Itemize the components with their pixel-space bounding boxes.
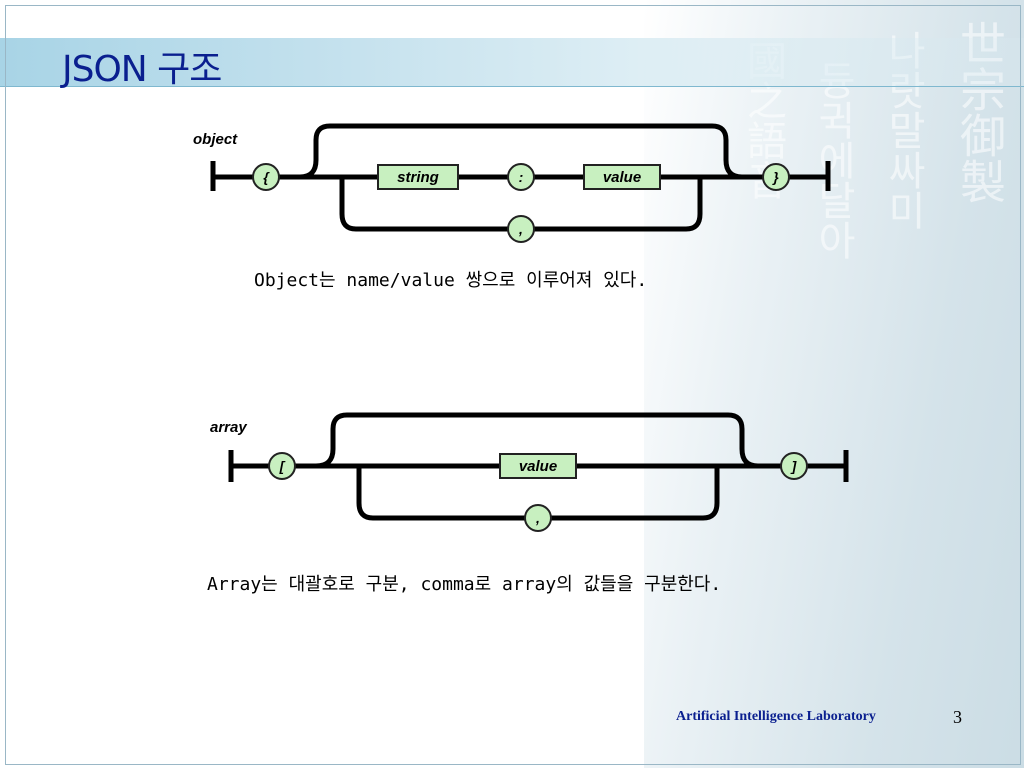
object-colon-token	[507, 163, 535, 191]
page-number: 3	[953, 707, 962, 727]
array-label: array	[210, 419, 247, 436]
array-open-bracket-token	[268, 452, 296, 480]
object-string-token	[377, 164, 459, 190]
object-close-brace-token	[762, 163, 790, 191]
object-comma-token	[507, 215, 535, 243]
object-comma-text: ,	[518, 221, 523, 237]
array-open-bracket-text: [	[279, 458, 286, 474]
array-value-text: value	[519, 458, 557, 475]
object-diagram: object { string : value	[193, 123, 831, 243]
page-title: JSON 구조	[62, 49, 222, 90]
object-comma-loop	[339, 177, 703, 232]
object-string-text: string	[397, 169, 439, 186]
title-bar	[0, 38, 1024, 87]
array-diagram: array [ value , ]	[210, 412, 849, 532]
object-open-brace-token	[252, 163, 280, 191]
array-empty-loop	[315, 412, 759, 469]
object-empty-loop	[299, 123, 743, 180]
object-close-brace-text: }	[771, 169, 779, 185]
object-value-text: value	[603, 169, 641, 186]
array-value-token	[499, 453, 577, 479]
object-label: object	[193, 131, 238, 148]
array-comma-token	[524, 504, 552, 532]
footer-lab-name: Artificial Intelligence Laboratory	[676, 709, 876, 724]
array-comma-text: ,	[535, 510, 540, 526]
array-caption: Array는 대괄호로 구분, comma로 array의 값들을 구분한다.	[207, 574, 722, 595]
array-comma-loop	[356, 466, 720, 521]
object-caption: Object는 name/value 쌍으로 이루어져 있다.	[254, 270, 648, 291]
object-open-brace-text: {	[263, 169, 270, 185]
array-close-bracket-text: ]	[790, 458, 798, 474]
object-value-token	[583, 164, 661, 190]
object-colon-text: :	[519, 169, 524, 185]
array-close-bracket-token	[780, 452, 808, 480]
